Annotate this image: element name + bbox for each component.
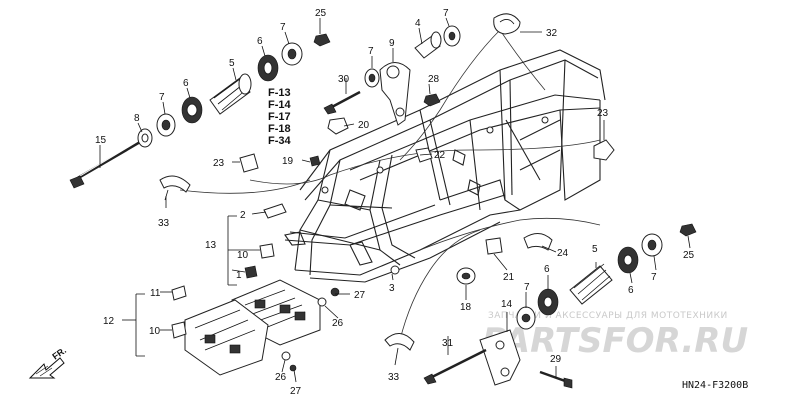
label-6: 6 [628, 285, 634, 296]
label-19: 19 [282, 156, 294, 167]
label-7: 7 [443, 8, 449, 19]
figure-ref: F-13 [268, 87, 291, 99]
label-7: 7 [524, 282, 530, 293]
label-32: 32 [546, 28, 558, 39]
label-7: 7 [280, 22, 286, 33]
label-5: 5 [592, 244, 598, 255]
wire-harness-lines [179, 29, 601, 341]
label-27: 27 [290, 386, 302, 397]
label-14: 14 [501, 299, 513, 310]
label-25: 25 [315, 8, 327, 19]
label-23: 23 [597, 108, 609, 119]
front-direction-indicator: FR. [28, 345, 68, 379]
label-18: 18 [460, 302, 472, 313]
label-15: 15 [95, 135, 107, 146]
label-25: 25 [683, 250, 695, 261]
label-26: 26 [275, 372, 287, 383]
label-7: 7 [368, 46, 374, 57]
figure-ref: F-17 [268, 111, 291, 123]
label-3: 3 [389, 283, 395, 294]
label-5: 5 [229, 58, 235, 69]
clip-23-right [593, 139, 615, 161]
skid-plate-assembly [135, 175, 340, 376]
label-33: 33 [158, 218, 170, 229]
label-22: 22 [434, 150, 446, 161]
label-6: 6 [183, 78, 189, 89]
right-shaft-assembly [384, 223, 697, 389]
label-6: 6 [257, 36, 263, 47]
label-29: 29 [550, 354, 562, 365]
front-arrow-label: FR. [50, 345, 68, 362]
label-10: 10 [237, 250, 249, 261]
label-24: 24 [557, 248, 569, 259]
label-23: 23 [213, 158, 225, 169]
frame-body [284, 49, 606, 283]
label-8: 8 [134, 113, 140, 124]
label-33: 33 [388, 372, 400, 383]
label-30: 30 [338, 74, 350, 85]
figure-ref: F-14 [268, 99, 292, 111]
label-10: 10 [149, 326, 161, 337]
label-31: 31 [442, 338, 454, 349]
label-7: 7 [651, 272, 657, 283]
label-28: 28 [428, 74, 440, 85]
watermark-tagline: ЗАПЧАСТИ И АКСЕССУАРЫ ДЛЯ МОТОТЕХНИКИ [488, 311, 728, 321]
label-11: 11 [150, 288, 161, 299]
label-13: 13 [205, 240, 217, 251]
label-26: 26 [332, 318, 344, 329]
label-21: 21 [503, 272, 515, 283]
label-4: 4 [415, 18, 421, 29]
leader-lines [99, 17, 691, 383]
figure-ref: F-18 [268, 123, 291, 135]
label-9: 9 [389, 38, 395, 49]
label-12: 12 [103, 316, 115, 327]
label-2: 2 [240, 210, 246, 221]
label-6: 6 [544, 264, 550, 275]
label-1: 1 [236, 270, 242, 281]
part-number-labels: 25 4 7 7 6 7 9 32 5 30 28 6 7 8 20 15 22… [95, 8, 695, 397]
diagram-code: HN24-F3200B [682, 380, 748, 391]
left-shaft-assembly [69, 42, 303, 189]
figure-ref: F-34 [268, 135, 292, 147]
label-20: 20 [358, 120, 370, 131]
top-center-parts [239, 13, 521, 173]
label-27: 27 [354, 290, 366, 301]
label-7: 7 [159, 92, 165, 103]
